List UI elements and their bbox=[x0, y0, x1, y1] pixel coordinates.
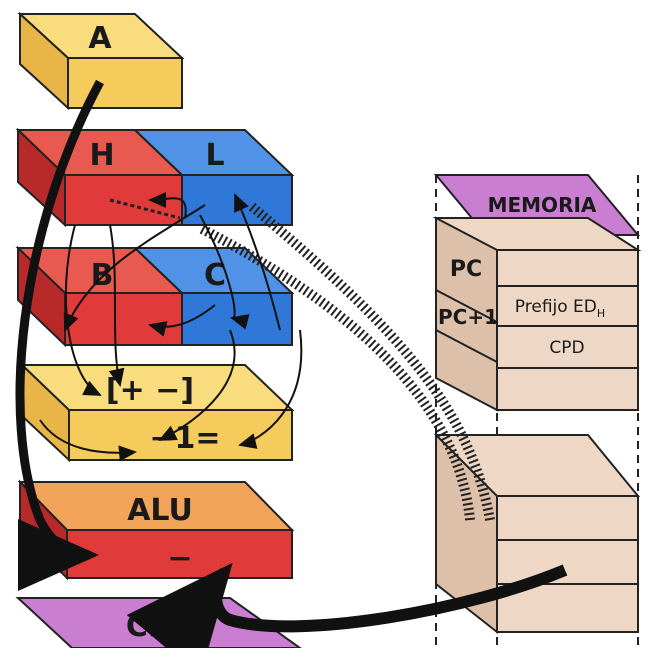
operation-block: [+ −] −1= bbox=[19, 362, 295, 463]
cpu-label: CPU bbox=[126, 609, 194, 644]
register-bc: B C bbox=[15, 245, 295, 348]
arrow-c-to-op bbox=[238, 329, 303, 449]
dotted-hl-link bbox=[109, 198, 181, 220]
register-c-label: C bbox=[204, 258, 226, 293]
register-l-label: L bbox=[205, 138, 224, 173]
memory-row-4 bbox=[496, 367, 639, 411]
memory-row-1 bbox=[496, 249, 639, 287]
arrow-c-to-b bbox=[148, 304, 216, 337]
memory-side-divider-2 bbox=[435, 329, 498, 363]
alu-op-sign: − bbox=[167, 541, 192, 576]
memory-row-2 bbox=[496, 285, 639, 327]
arrow-h-to-op-2 bbox=[108, 224, 125, 387]
memory-cpd-label: CPD bbox=[549, 338, 584, 358]
register-a: A bbox=[17, 11, 185, 111]
register-b-label: B bbox=[91, 258, 114, 293]
register-c-front bbox=[181, 292, 293, 346]
memoria-title: MEMORIA bbox=[488, 193, 597, 217]
memory-row-3 bbox=[496, 325, 639, 369]
arrow-to-h bbox=[148, 191, 187, 219]
register-arrows bbox=[39, 191, 303, 462]
alu-label: ALU bbox=[127, 493, 193, 528]
memory-side-divider-1 bbox=[435, 289, 498, 323]
memory-data-path bbox=[109, 198, 495, 521]
register-h-label: H bbox=[89, 138, 114, 173]
memory-pc-label: PC bbox=[450, 257, 482, 282]
arrow-h-to-op bbox=[64, 224, 102, 396]
arrow-a-to-alu bbox=[15, 79, 104, 591]
hatched-path-to-l bbox=[246, 201, 495, 521]
memory-pc-plus-1-label: PC+1 bbox=[438, 305, 498, 329]
arrow-c-to-l bbox=[234, 193, 281, 331]
register-h-front bbox=[64, 174, 183, 226]
register-a-front bbox=[67, 57, 183, 109]
alu-block: ALU − bbox=[17, 479, 295, 581]
hatched-path-to-h bbox=[197, 223, 475, 521]
memory-lower-row-1 bbox=[496, 495, 639, 541]
memory-prefix-text: Prefijo ED bbox=[515, 297, 597, 317]
arrow-l-to-c bbox=[199, 214, 250, 330]
register-a-label: A bbox=[88, 21, 112, 56]
arrow-op-loop bbox=[39, 419, 137, 462]
memory-prefix-label: Prefijo EDH bbox=[515, 297, 605, 320]
memory-lower-row-2 bbox=[496, 539, 639, 585]
arrow-c-to-minus-one bbox=[158, 329, 236, 441]
thick-arrows bbox=[15, 79, 568, 648]
memory-prefix-subscript: H bbox=[597, 307, 605, 320]
arrow-memory-to-alu bbox=[126, 562, 568, 648]
